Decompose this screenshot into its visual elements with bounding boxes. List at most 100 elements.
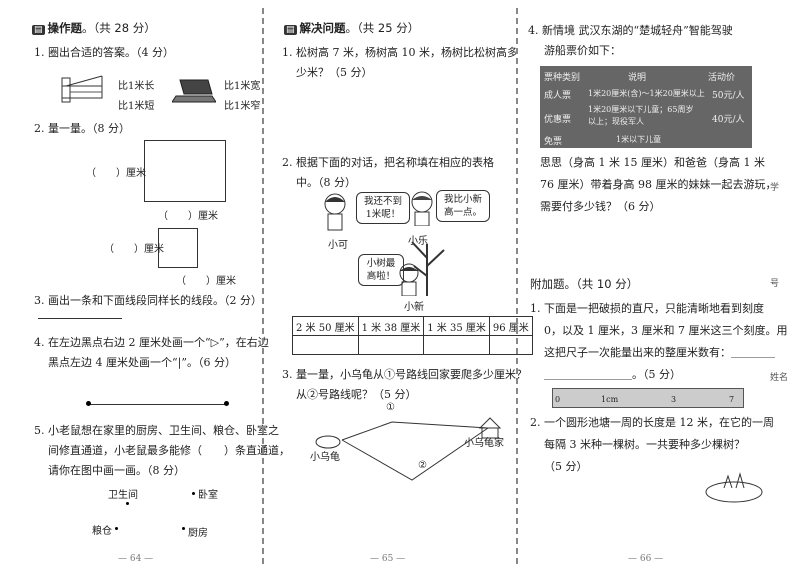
room-granary: 粮仓 [92, 526, 112, 537]
p66-question-4-line1: 4. 新情境 武汉东湖的“楚城轻舟”智能驾驶 [528, 24, 733, 37]
ticket-head-price: 活动价 [708, 73, 736, 83]
square-side-blank[interactable]: （ ）厘米 [104, 244, 164, 255]
room-bedroom: 卧室 [198, 490, 218, 501]
p66-question-4-line2: 游船票价如下： [544, 44, 621, 57]
p65-question-3-line1: 3. 量一量，小乌龟从①号路线回家要爬多少厘米？ [282, 368, 527, 381]
ticket-row-discount-price: 40元/人 [712, 115, 745, 125]
page-number-64: — 64 — [118, 554, 154, 564]
name-xl: 小乐 [408, 236, 428, 247]
laptop-icon [172, 79, 216, 103]
ticket-row-free-desc: 1米以下儿童 [616, 135, 662, 144]
height-cell: 1 米 35 厘米 [423, 316, 490, 336]
extra-section-title: 附加题。（共 10 分） [530, 277, 639, 291]
extra-q2-line1: 2. 一个圆形池塘一周的长度是 12 米，在它的一周 [530, 416, 774, 429]
ticket-row-discount-type: 优惠票 [544, 115, 572, 125]
bedroom-dot[interactable] [192, 492, 195, 495]
extra-q1-line2: 0，以及 1 厘米，3 厘米和 7 厘米这三个刻度。用 [544, 324, 788, 337]
bed-icon [61, 75, 103, 103]
question-5-line3: 请你在图中画一画。（8 分） [48, 464, 185, 477]
ruler-mark-3: 3 [671, 395, 677, 404]
extra-q1-line1: 1. 下面是一把破损的直尺，只能清晰地看到刻度 [530, 302, 764, 315]
question-5-line1: 5. 小老鼠想在家里的厨房、卫生间、粮仓、卧室之 [34, 424, 279, 437]
bathroom-dot[interactable] [126, 502, 129, 505]
page-number-65: — 65 — [370, 554, 406, 564]
p65-question-3-line2: 从②号路线呢？（5 分） [296, 388, 417, 401]
answer-cell[interactable] [292, 335, 359, 355]
bed-option-longer[interactable]: 比1米长 [118, 81, 155, 92]
pond-icon [705, 472, 763, 503]
height-table-header-row: 2 米 50 厘米 1 米 38 厘米 1 米 35 厘米 96 厘米 [292, 316, 533, 336]
p66-q4-body-line1: 思思（身高 1 米 15 厘米）和爸爸（身高 1 米 [540, 156, 765, 169]
name-xx: 小新 [404, 302, 424, 313]
extra-q1-line4[interactable]: ＿＿＿＿＿＿＿＿。（5 分） [544, 368, 681, 381]
p66-q4-body-line2: 76 厘米）带着身高 98 厘米的妹妹一起去游玩， [540, 178, 777, 191]
margin-char-3: 姓名 [770, 373, 789, 383]
ticket-head-type: 票种类别 [544, 73, 581, 83]
question-4-line2: 黑点左边 4 厘米处画一个“|”。（6 分） [48, 356, 236, 369]
sample-segment [38, 318, 122, 319]
ticket-head-desc: 说明 [628, 73, 647, 83]
question-2: 2. 量一量。（8 分） [34, 122, 130, 135]
ticket-price-table: 票种类别 说明 活动价 成人票 1米20厘米(含)～1米20厘米以上 50元/人… [540, 66, 752, 148]
room-bathroom: 卫生间 [108, 490, 138, 501]
question-1: 1. 圈出合适的答案。（4 分） [34, 46, 174, 59]
section-title-operation: ▤操作题。（共 28 分） [32, 21, 156, 35]
rect-height-blank[interactable]: （ ）厘米 [86, 168, 146, 179]
question-5-line2: 间修直通道，小老鼠最多能修（ ）条直通道， [48, 444, 290, 457]
turtle-label: 小乌龟 [310, 452, 340, 463]
height-table: 2 米 50 厘米 1 米 38 厘米 1 米 35 厘米 96 厘米 [292, 316, 533, 355]
ticket-row-free-type: 免票 [544, 137, 563, 147]
p65-question-2-line1: 2. 根据下面的对话，把名称填在相应的表格 [282, 156, 494, 169]
route-diagram [315, 417, 502, 481]
laptop-option-narrower[interactable]: 比1米窄 [224, 101, 261, 112]
boy-xl-icon [411, 191, 433, 226]
page-divider-right [516, 8, 518, 564]
left-dot[interactable] [86, 401, 91, 406]
margin-char-2: 号 [770, 279, 780, 289]
p65-question-1-line2: 少米？（5 分） [296, 66, 373, 79]
ticket-row-adult-desc: 1米20厘米(含)～1米20厘米以上 [588, 89, 705, 98]
p65-question-2-line2: 中。（8 分） [296, 176, 356, 189]
height-table-answer-row[interactable] [292, 335, 533, 355]
right-dot[interactable] [224, 401, 229, 406]
ticket-row-adult-type: 成人票 [544, 91, 572, 101]
answer-cell[interactable] [357, 335, 425, 355]
bubble-xx: 小树最高啦！ [358, 254, 404, 286]
p65-question-1-line1: 1. 松树高 7 米，杨树高 10 米，杨树比松树高多 [282, 46, 518, 59]
tree-icon [411, 241, 445, 296]
bubble-kk: 我还不到1米呢！ [356, 192, 410, 224]
broken-ruler: 0 1cm 3 7 [552, 388, 744, 408]
question-4-line1: 4. 在左边黑点右边 2 厘米处画一个“▷”，在右边 [34, 336, 269, 349]
ruler-mark-7: 7 [729, 395, 735, 404]
bed-option-shorter[interactable]: 比1米短 [118, 101, 155, 112]
answer-cell[interactable] [488, 335, 533, 355]
section-icon: ▤ [32, 25, 45, 35]
rectangle-figure [144, 140, 226, 202]
girl-kk-icon [324, 193, 346, 231]
ticket-row-discount-desc: 1米20厘米以下儿童；65周岁以上；现役军人 [588, 105, 694, 126]
square-bottom-blank[interactable]: （ ）厘米 [176, 276, 236, 287]
height-cell: 96 厘米 [488, 316, 533, 336]
turtle-home-label: 小乌龟家 [464, 438, 504, 449]
height-cell: 2 米 50 厘米 [292, 316, 359, 336]
route-2-label: ② [418, 460, 427, 471]
answer-cell[interactable] [423, 335, 490, 355]
laptop-option-wider[interactable]: 比1米宽 [224, 81, 261, 92]
rect-width-blank[interactable]: （ ）厘米 [158, 211, 218, 222]
number-line [88, 404, 226, 405]
route-1-label: ① [386, 402, 395, 413]
margin-char-1: 学 [770, 183, 780, 193]
extra-q2-line2: 每隔 3 米种一棵树。一共要种多少棵树？ [544, 438, 745, 451]
kitchen-dot[interactable] [182, 527, 185, 530]
extra-q2-line3: （5 分） [544, 460, 588, 473]
extra-q1-line3: 这把尺子一次能量出来的整厘米数有：＿＿＿＿ [544, 346, 775, 359]
height-cell: 1 米 38 厘米 [357, 316, 425, 336]
page-divider-left [262, 8, 264, 564]
section-icon: ▤ [284, 25, 297, 35]
ruler-mark-0: 0 [555, 395, 561, 404]
turtle-icon [315, 435, 341, 449]
room-kitchen: 厨房 [188, 528, 208, 539]
name-kk: 小可 [328, 240, 348, 251]
granary-dot[interactable] [115, 527, 118, 530]
square-figure [158, 228, 198, 268]
